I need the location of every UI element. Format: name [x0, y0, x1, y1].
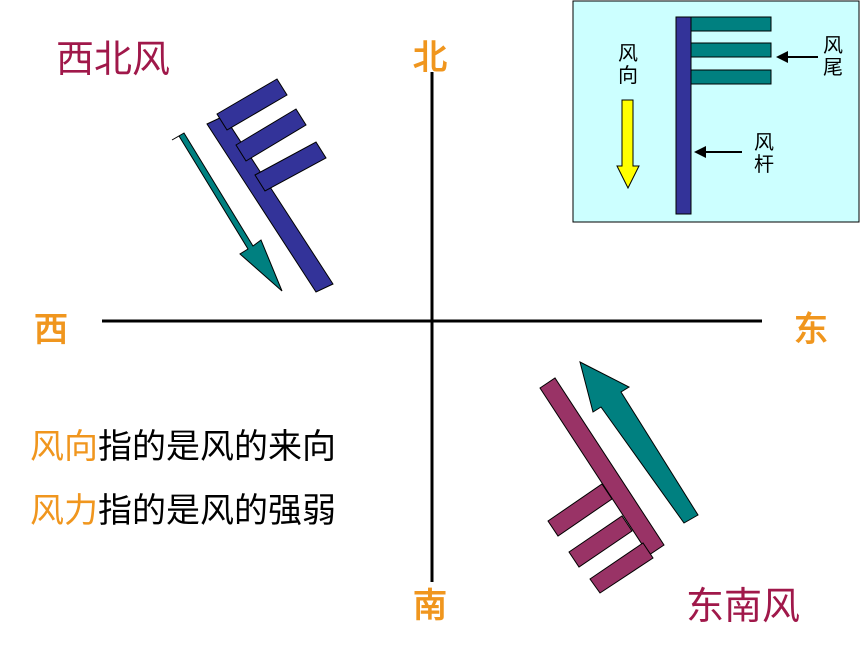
definition-term: 风力 — [30, 491, 98, 531]
south-label: 南 — [413, 586, 447, 626]
northwest-wind-barb-3 — [254, 141, 327, 192]
northwest-wind-barb-2 — [235, 108, 307, 162]
northwest-wind-direction-arrow — [171, 132, 283, 292]
legend-barb-2 — [690, 42, 772, 58]
southeast-wind-barb-2 — [568, 515, 633, 568]
definition-wind-force: 风力指的是风的强弱 — [30, 483, 336, 532]
southeast-wind-barb-3 — [589, 542, 654, 594]
north-label: 北 — [413, 38, 447, 78]
legend-wind-shaft-label: 风杆 — [754, 130, 774, 176]
definition-text: 指的是风的来向 — [98, 427, 336, 467]
legend-barb-3 — [690, 69, 772, 85]
southeast-wind-direction-arrow — [579, 361, 699, 524]
west-label: 西 — [34, 310, 68, 350]
northwest-wind-symbol — [171, 78, 334, 293]
southeast-wind-barb-1 — [547, 483, 613, 537]
legend-wind-direction-label: 风向 — [618, 41, 638, 87]
southeast-wind-symbol — [539, 361, 699, 594]
legend-background — [572, 0, 860, 223]
legend-shaft — [675, 16, 692, 215]
legend-barb-1 — [690, 16, 772, 32]
definition-wind-direction: 风向指的是风的来向 — [30, 419, 336, 468]
east-label: 东 — [794, 310, 828, 350]
definition-text: 指的是风的强弱 — [98, 491, 336, 531]
definition-term: 风向 — [30, 427, 98, 467]
legend-yellow-arrow — [616, 99, 640, 190]
legend-wind-tail-label: 风尾 — [823, 33, 843, 79]
legend-tail-pointer-head — [776, 51, 788, 63]
legend-shaft-pointer-head — [694, 146, 706, 158]
northwest-wind-barb-1 — [216, 78, 288, 131]
southeast-wind-shaft — [539, 377, 665, 556]
legend-inset — [572, 0, 860, 223]
northwest-wind-shaft — [206, 115, 334, 293]
northwest-wind-label: 西北风 — [56, 37, 171, 81]
southeast-wind-label: 东南风 — [686, 584, 801, 628]
